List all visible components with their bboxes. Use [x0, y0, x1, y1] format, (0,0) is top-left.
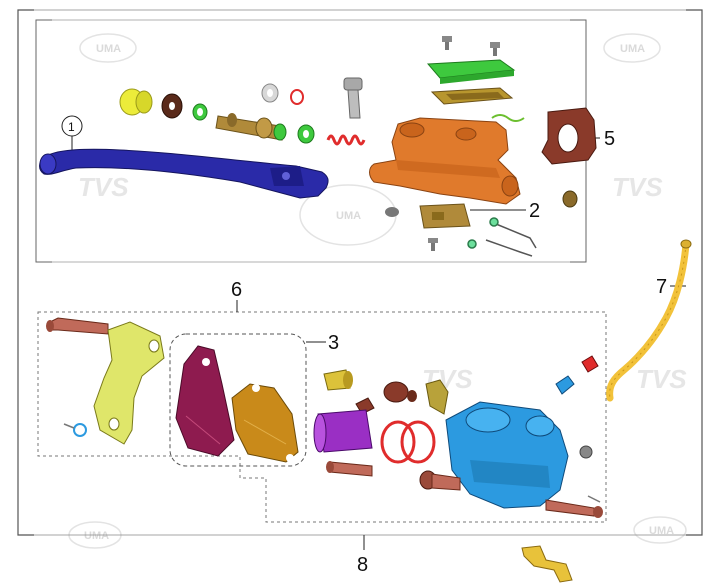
bracket-pin-clip: [63, 423, 87, 437]
caliper-mount-bolt: [419, 470, 461, 491]
switch-wire: [467, 217, 537, 257]
brake-hose: [606, 239, 692, 402]
lever-pivot-bush: [119, 88, 153, 116]
piston-seals: [380, 420, 436, 464]
watermark-logo-5: UMA: [633, 516, 687, 544]
brake-pad-2: [231, 383, 299, 463]
cap-screws: [442, 36, 500, 56]
leader-lines: [71, 136, 686, 550]
dust-boot-washer: [161, 93, 183, 119]
callout-6: 6: [231, 279, 242, 301]
handlebar-clamp: [541, 107, 597, 165]
bracket-bolt-long: [46, 317, 109, 335]
watermark-brand-2: TVS: [612, 172, 663, 202]
frame-brake-pads: [169, 333, 307, 467]
green-seal-2: [297, 124, 315, 144]
caliper-body: [445, 401, 569, 509]
small-cap: [562, 190, 578, 208]
watermark-brand-1: TVS: [78, 172, 129, 202]
svg-text:UMA: UMA: [620, 43, 645, 55]
slide-pin-lower: [326, 461, 373, 477]
caliper-lower-bolt: [545, 495, 603, 518]
brake-lever: [39, 148, 329, 199]
frame-caliper-assembly: [37, 311, 607, 523]
svg-text:UMA: UMA: [84, 530, 109, 542]
return-spring: [326, 134, 366, 146]
svg-text:UMA: UMA: [649, 525, 674, 537]
svg-text:UMA: UMA: [336, 210, 361, 222]
callout-8: 8: [357, 554, 368, 576]
watermark-logo-1: UMA: [79, 33, 137, 63]
brake-light-switch: [385, 203, 471, 229]
master-cylinder-body: [369, 117, 521, 205]
watermark-layer: TVS TVS TVS TVS UMA UMA UMA UMA UMA: [68, 33, 687, 549]
red-o-ring-small: [290, 89, 304, 105]
pivot-bolt: [343, 77, 363, 119]
brake-pad-1: [175, 345, 235, 457]
slide-pin-yellow: [323, 369, 353, 391]
callout-3: 3: [328, 332, 339, 354]
svg-text:UMA: UMA: [96, 43, 121, 55]
callout-7: 7: [656, 276, 667, 298]
piston-rod: [215, 113, 287, 141]
caliper-piston: [313, 409, 373, 453]
switch-screw: [428, 238, 438, 251]
callout-5: 5: [604, 128, 615, 150]
pad-retainer: [425, 379, 449, 415]
callout-2: 2: [529, 200, 540, 222]
frame-outer: [17, 9, 703, 536]
watermark-brand-4: TVS: [636, 364, 687, 394]
diaphragm: [430, 87, 514, 105]
caliper-bracket: [93, 321, 165, 445]
clip-green: [491, 114, 525, 122]
svg-text:1: 1: [68, 120, 75, 134]
bleed-cap-washer: [579, 445, 593, 459]
pin-boot: [383, 381, 417, 403]
reservoir-cap: [426, 59, 516, 84]
hose-guide: [521, 545, 573, 583]
green-seal-1: [192, 103, 208, 121]
bleed-screw: [555, 355, 599, 395]
callout-1: 1: [61, 115, 83, 137]
watermark-logo-2: UMA: [603, 33, 661, 63]
metal-ring: [261, 83, 279, 103]
